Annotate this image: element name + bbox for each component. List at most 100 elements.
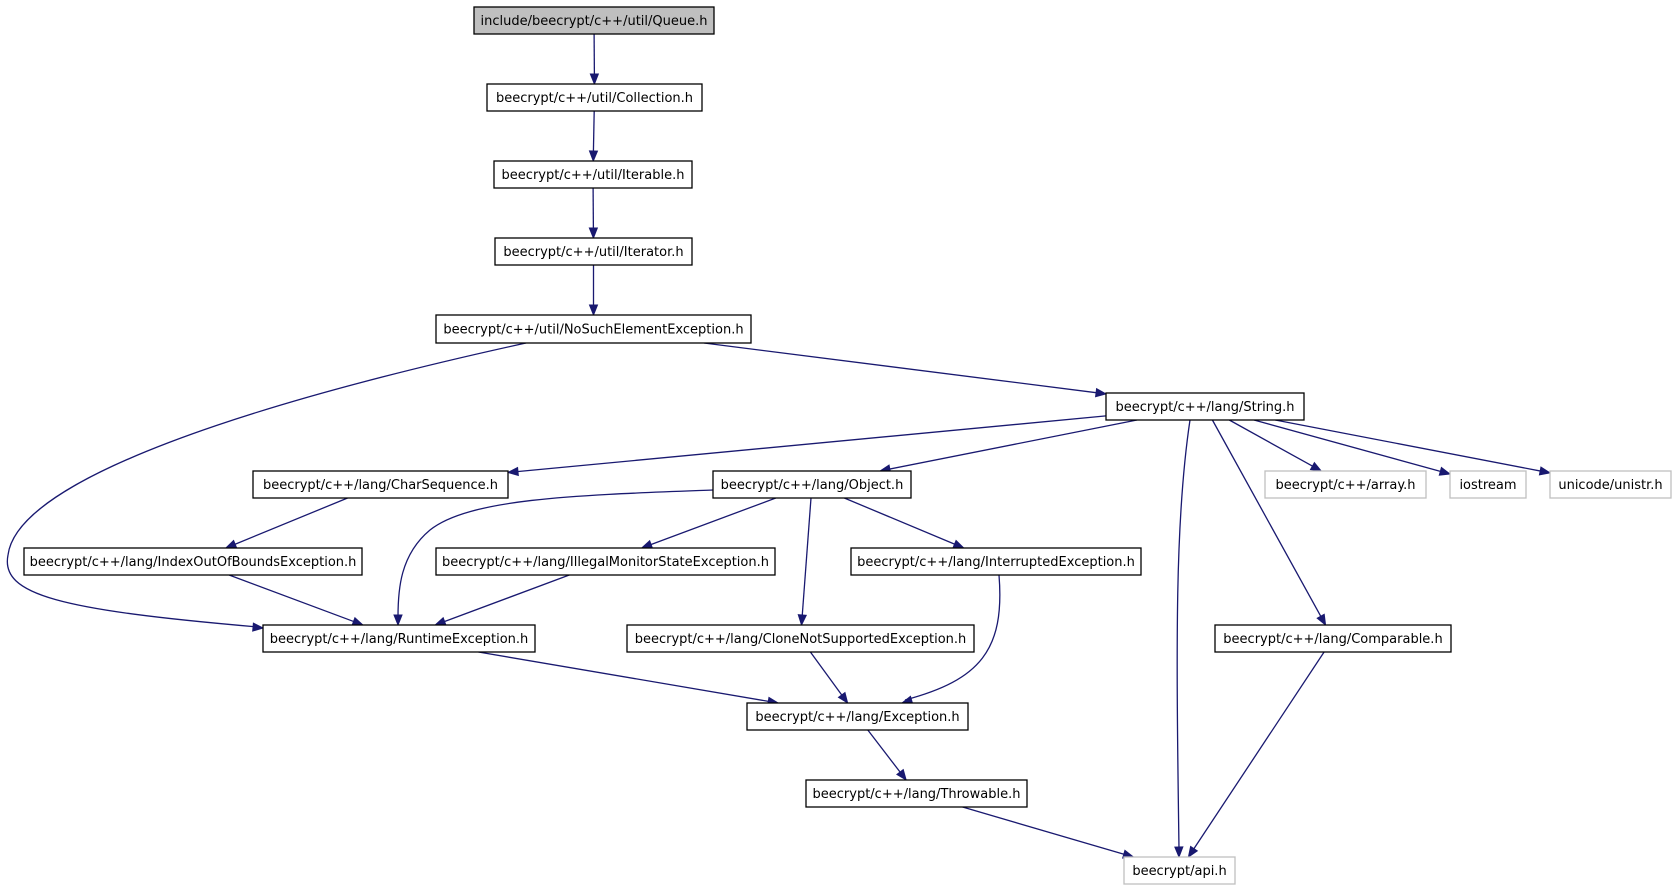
node-iostream: iostream — [1449, 470, 1527, 499]
arrow-head-icon — [1187, 845, 1199, 859]
arrow-head-icon — [588, 150, 599, 163]
node-iterator[interactable]: beecrypt/c++/util/Iterator.h — [494, 237, 693, 266]
arrow-head-icon — [393, 614, 403, 627]
edge-line — [904, 574, 1001, 701]
node-label: beecrypt/c++/lang/Exception.h — [755, 710, 959, 725]
edge-object-to-clonens — [797, 497, 812, 627]
edge-line — [478, 651, 770, 703]
arrow-head-icon — [952, 539, 965, 549]
edge-line — [888, 419, 1138, 470]
node-label: beecrypt/c++/lang/Object.h — [721, 478, 904, 493]
edge-line — [592, 110, 595, 153]
node-iterable[interactable]: beecrypt/c++/util/Iterable.h — [493, 160, 693, 189]
node-illegalmon[interactable]: beecrypt/c++/lang/IllegalMonitorStateExc… — [435, 547, 776, 576]
node-label: beecrypt/c++/util/Iterable.h — [502, 168, 685, 183]
node-box — [1214, 624, 1452, 653]
edge-line — [1253, 419, 1442, 473]
node-label: beecrypt/api.h — [1132, 864, 1226, 879]
edge-iterator-to-nosuch — [588, 265, 599, 317]
edges-layer — [6, 33, 1552, 859]
arrow-head-icon — [588, 304, 599, 317]
node-box — [1105, 392, 1305, 421]
arrow-head-icon — [351, 616, 365, 626]
arrow-head-icon — [506, 466, 519, 477]
edge-line — [1192, 651, 1325, 850]
edge-clonens-to-exception — [809, 651, 849, 705]
edge-line — [443, 574, 570, 623]
node-label: beecrypt/c++/lang/CharSequence.h — [263, 478, 498, 493]
edge-line — [1176, 419, 1191, 850]
edge-iterable-to-iterator — [588, 187, 599, 240]
edge-line — [6, 342, 527, 628]
node-box — [850, 547, 1142, 576]
edge-line — [801, 497, 812, 617]
node-box — [493, 160, 693, 189]
node-nosuch[interactable]: beecrypt/c++/util/NoSuchElementException… — [435, 314, 752, 344]
node-unistr: unicode/unistr.h — [1549, 470, 1672, 499]
edge-line — [703, 342, 1098, 394]
node-throwable[interactable]: beecrypt/c++/lang/Throwable.h — [805, 779, 1028, 808]
arrow-head-icon — [588, 227, 599, 240]
nodes-layer: include/beecrypt/c++/util/Queue.h beecryp… — [23, 6, 1672, 885]
node-box — [262, 624, 536, 653]
node-label: iostream — [1459, 478, 1516, 493]
node-runtime[interactable]: beecrypt/c++/lang/RuntimeException.h — [262, 624, 536, 653]
node-label: beecrypt/c++/lang/Comparable.h — [1223, 632, 1442, 647]
arrow-head-icon — [1094, 387, 1108, 398]
edge-illegalmon-to-runtime — [433, 574, 570, 626]
edge-object-to-illegalmon — [640, 497, 777, 549]
edge-string-to-array — [1228, 419, 1323, 472]
arrow-head-icon — [1538, 466, 1552, 476]
edge-queue-to-collection — [589, 33, 600, 86]
node-label: beecrypt/c++/lang/RuntimeException.h — [270, 632, 529, 647]
arrow-head-icon — [837, 691, 849, 705]
edge-charseq-to-indexoob — [224, 497, 348, 549]
edge-nosuch-to-runtime — [6, 342, 527, 632]
node-indexoob[interactable]: beecrypt/c++/lang/IndexOutOfBoundsExcept… — [23, 547, 363, 576]
edge-string-to-iostream — [1253, 419, 1452, 476]
edge-string-to-unistr — [1275, 419, 1552, 476]
node-object[interactable]: beecrypt/c++/lang/Object.h — [712, 470, 912, 499]
edge-line — [962, 806, 1125, 856]
node-collection[interactable]: beecrypt/c++/util/Collection.h — [486, 83, 703, 112]
node-label: beecrypt/c++/lang/CloneNotSupportedExcep… — [635, 632, 967, 647]
edge-object-to-interrupted — [844, 497, 965, 549]
arrow-head-icon — [1438, 466, 1452, 476]
node-comparable[interactable]: beecrypt/c++/lang/Comparable.h — [1214, 624, 1452, 653]
edge-nosuch-to-string — [703, 342, 1108, 398]
node-box — [23, 547, 363, 576]
edge-string-to-comparable — [1211, 419, 1327, 627]
node-interrupted[interactable]: beecrypt/c++/lang/InterruptedException.h — [850, 547, 1142, 576]
node-label: beecrypt/c++/lang/Throwable.h — [813, 787, 1021, 802]
edge-exception-to-throwable — [867, 729, 907, 782]
node-api: beecrypt/api.h — [1123, 856, 1236, 885]
node-label: include/beecrypt/c++/util/Queue.h — [481, 14, 708, 29]
edge-line — [228, 574, 355, 623]
node-box — [712, 470, 912, 499]
node-box — [1123, 856, 1236, 885]
node-string[interactable]: beecrypt/c++/lang/String.h — [1105, 392, 1305, 421]
node-box — [1449, 470, 1527, 499]
node-box — [746, 702, 969, 731]
node-label: beecrypt/c++/lang/String.h — [1115, 400, 1294, 415]
edge-line — [867, 729, 902, 774]
arrow-head-icon — [896, 768, 907, 782]
node-queue[interactable]: include/beecrypt/c++/util/Queue.h — [473, 6, 715, 35]
edge-line — [649, 497, 777, 546]
node-label: beecrypt/c++/lang/IllegalMonitorStateExc… — [442, 555, 769, 570]
edge-line — [233, 497, 348, 546]
edge-throwable-to-api — [962, 806, 1135, 859]
edge-string-to-api — [1174, 419, 1191, 859]
node-box — [1264, 470, 1427, 499]
node-clonens[interactable]: beecrypt/c++/lang/CloneNotSupportedExcep… — [626, 624, 975, 653]
edge-object-to-runtime — [393, 489, 714, 627]
node-box — [486, 83, 703, 112]
edge-line — [516, 415, 1107, 473]
node-charseq[interactable]: beecrypt/c++/lang/CharSequence.h — [252, 470, 509, 499]
arrow-head-icon — [1174, 846, 1184, 859]
edge-line — [1275, 419, 1542, 472]
edge-runtime-to-exception — [478, 651, 780, 706]
node-box — [473, 6, 715, 35]
node-exception[interactable]: beecrypt/c++/lang/Exception.h — [746, 702, 969, 731]
